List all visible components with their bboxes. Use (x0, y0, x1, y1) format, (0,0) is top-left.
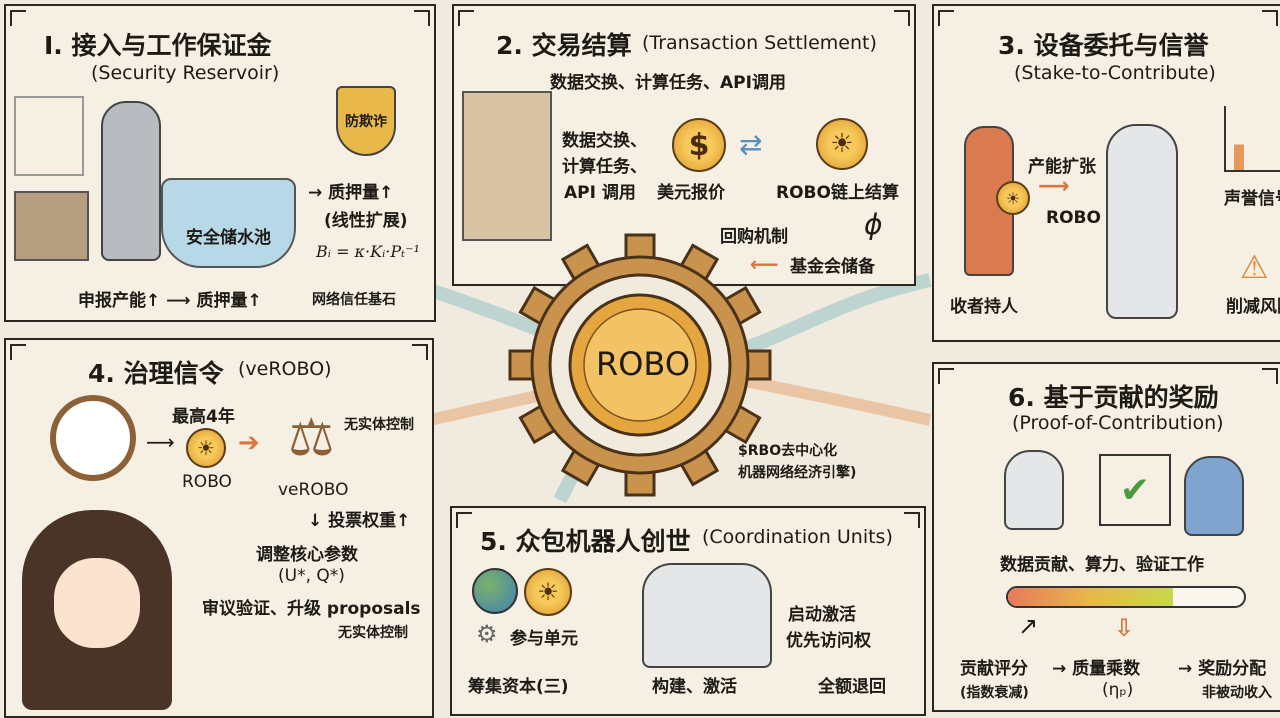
holder-label: 收者持人 (950, 297, 1018, 317)
down-arrow-icon: ⇩ (1114, 614, 1135, 642)
robo-label: ROBO (1046, 208, 1101, 228)
panel-transaction-settlement: 2. 交易结算 (Transaction Settlement) 数据交换、计算… (452, 4, 916, 286)
left-label-2: 计算任务、 (562, 157, 647, 177)
panel-governance: 4. 治理信令 (veROBO) ⟶ 最高4年 ☀ ROBO ➔ ⚖ 无实体控制… (4, 338, 434, 718)
panel-title: 4. 治理信令 (88, 359, 224, 388)
dollar-symbol: $ (688, 127, 710, 163)
buyback-label: 回购机制 (720, 227, 788, 247)
progress-fill (1008, 588, 1174, 606)
panel-title: 5. 众包机器人创世 (480, 527, 691, 556)
robo-label: ROBO (182, 472, 232, 492)
robot-figure (1106, 124, 1178, 319)
panel-title: 2. 交易结算 (496, 31, 632, 60)
panel-security-reservoir: I. 接入与工作保证金 (Security Reservoir) 防欺诈 安全储… (4, 4, 436, 322)
robo-settlement-label: ROBO链上结算 (776, 183, 899, 203)
gavel-icon: ⚖ (288, 408, 335, 468)
verobo-label: veROBO (278, 480, 349, 500)
shield-label: 防欺诈 (345, 114, 387, 130)
stake-label: → 质押量↑ (308, 183, 394, 203)
girl-face (54, 558, 140, 648)
person-figure (1184, 456, 1244, 536)
params-label: 调整核心参数 (256, 545, 358, 565)
arrow-icon: ⟶ (146, 430, 175, 454)
eta-label: (ηₚ) (1102, 680, 1134, 700)
panel-stake-to-contribute: 3. 设备委托与信誉 (Stake-to-Contribute) ☀ 产能扩张 … (932, 4, 1280, 342)
panel-proof-of-contribution: 6. 基于贡献的奖励 (Proof-of-Contribution) ✔ 数据贡… (932, 362, 1280, 712)
table (14, 191, 89, 261)
params-values: (U*, Q*) (278, 566, 345, 586)
panel-title-en: (Transaction Settlement) (642, 32, 877, 54)
top-label: 数据交换、计算任务、API调用 (550, 73, 786, 93)
no-control-label-2: 无实体控制 (338, 625, 408, 641)
arrow-icon: ➔ (238, 428, 260, 458)
verified-gear-icon: ✔ (1099, 454, 1171, 526)
pool-label: 安全储水池 (186, 228, 271, 248)
robo-coin-icon: ☀ (524, 568, 572, 616)
priority-label: 优先访问权 (786, 631, 871, 651)
robo-coin-icon: ☀ (996, 181, 1030, 215)
engine-caption-2: 机器网络经济引擎) (738, 465, 857, 481)
work-label: 数据贡献、算力、验证工作 (1000, 555, 1204, 575)
chart-icon (1224, 106, 1280, 172)
contribution-progress-bar (1006, 586, 1246, 608)
exchange-arrows-icon: ⇄ (739, 128, 763, 161)
panel-title: 6. 基于贡献的奖励 (1008, 383, 1219, 412)
arrow-icon: ↗ (1018, 612, 1039, 640)
clock-icon (50, 395, 136, 481)
reserve-label: 基金会储备 (790, 257, 875, 277)
left-label-1: 数据交换、 (562, 131, 647, 151)
panel-coordination-units: 5. 众包机器人创世 (Coordination Units) ☀ ⚙ 参与单元… (450, 506, 926, 716)
warning-icon: ⚠ (1240, 248, 1269, 286)
engine-caption-1: $RBO去中心化 (738, 443, 838, 459)
robo-coin-icon: ☀ (186, 428, 226, 468)
robot-group (642, 563, 772, 668)
arrow-icon: ⟵ (750, 252, 779, 276)
robo-center-label: ROBO (596, 345, 690, 383)
panel-subtitle: (Stake-to-Contribute) (1014, 62, 1216, 84)
bottom-flow: 申报产能↑ ⟶ 质押量↑ (78, 291, 262, 311)
panel-title-en: (Coordination Units) (702, 526, 893, 548)
trust-label: 网络信任基石 (312, 292, 396, 308)
vote-weight-label: ↓ 投票权重↑ (308, 511, 411, 531)
robot-figure (1004, 450, 1064, 530)
usd-label: 美元报价 (657, 183, 725, 203)
phi-symbol: ϕ (864, 208, 883, 241)
panel-title: I. 接入与工作保证金 (44, 31, 272, 60)
left-label-3: API 调用 (564, 183, 636, 203)
no-control-label: 无实体控制 (344, 417, 414, 433)
review-label: 审议验证、升级 proposals (202, 599, 421, 619)
robot-figure (101, 101, 161, 261)
panel-subtitle: (Proof-of-Contribution) (1012, 412, 1224, 434)
panel-subtitle: (Security Reservoir) (91, 62, 280, 84)
panel-title-en: (veROBO) (238, 358, 332, 380)
gear-icon: ⚙ (476, 620, 498, 648)
refund-label: 全额退回 (818, 677, 886, 697)
activate-label: 启动激活 (788, 605, 856, 625)
formula: Bᵢ = κ·Kᵢ·Pₜ⁻¹ (316, 242, 420, 261)
score-label: 贡献评分 (960, 659, 1028, 679)
decay-label: (指数衰减) (960, 685, 1029, 701)
tool-rack (14, 96, 84, 176)
shield-icon: 防欺诈 (336, 86, 396, 156)
raise-label: 筹集资本(三) (468, 677, 569, 697)
build-label: 构建、激活 (652, 677, 737, 697)
arrow-icon: ⟶ (1038, 174, 1070, 199)
passive-label: 非被动收入 (1202, 685, 1272, 701)
max-lock-label: 最高4年 (172, 407, 235, 427)
reputation-label: 声誉信号 (1224, 189, 1280, 209)
quality-label: → 质量乘数 (1052, 659, 1141, 679)
slash-label: 削减风险 (1226, 297, 1280, 317)
reward-label: → 奖励分配 (1178, 659, 1267, 679)
robo-gear-icon (508, 233, 772, 497)
expand-label: 产能扩张 (1028, 157, 1096, 177)
reservoir-pool: 安全储水池 (161, 178, 296, 268)
globe-icon (472, 568, 518, 614)
dollar-coin-icon: $ (672, 118, 726, 172)
robo-coin-icon: ☀ (816, 118, 868, 170)
units-label: 参与单元 (510, 629, 578, 649)
market-stall (462, 91, 552, 241)
panel-title: 3. 设备委托与信誉 (998, 31, 1209, 60)
linear-label: (线性扩展) (324, 211, 408, 231)
